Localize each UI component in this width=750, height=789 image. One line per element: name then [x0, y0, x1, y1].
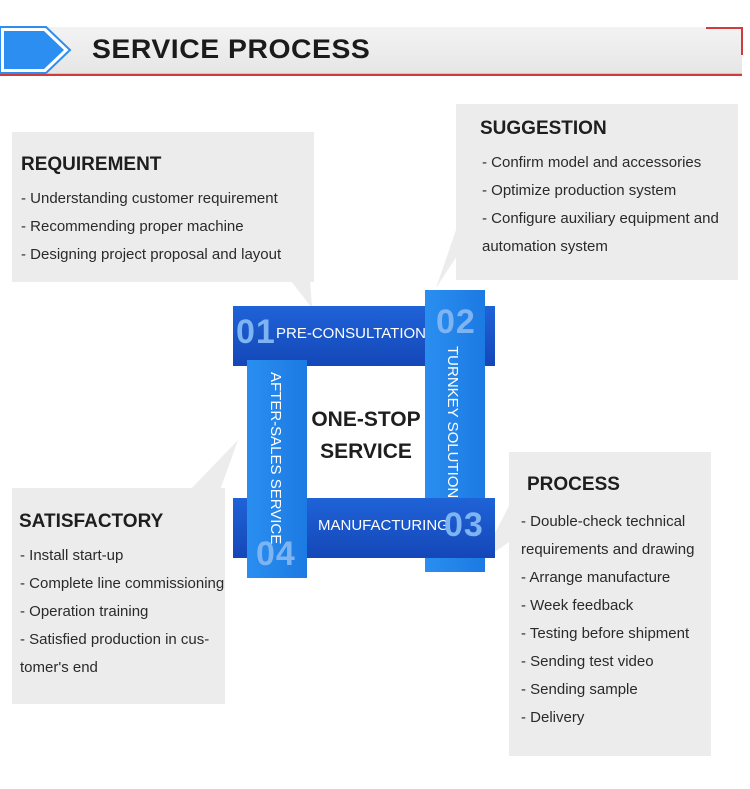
step-04-number: 04 [256, 535, 296, 573]
satisfactory-item: - Complete line commissioning [20, 575, 225, 592]
satisfactory-box [12, 488, 225, 704]
process-item: - Arrange manufacture [521, 569, 671, 586]
suggestion-item: - Configure auxiliary equipment and [482, 210, 719, 227]
chevron-arrow-icon [0, 26, 72, 74]
header-corner-line-vertical [741, 27, 743, 55]
process-item: - Testing before shipment [521, 625, 690, 642]
center-line-2: SERVICE [320, 440, 412, 463]
suggestion-title: SUGGESTION [480, 118, 607, 139]
requirement-item: - Designing project proposal and layout [21, 246, 282, 263]
header-underline [0, 74, 742, 76]
step-01-label: PRE-CONSULTATION [276, 325, 427, 342]
satisfactory-item: - Operation training [20, 603, 149, 620]
step-02-number: 02 [436, 303, 476, 341]
requirement-callout-tail [290, 280, 312, 308]
page-title: SERVICE PROCESS [92, 34, 371, 64]
step-01-band-right [485, 306, 495, 366]
step-04-band [247, 360, 307, 578]
suggestion-box [456, 104, 738, 280]
step-04-label: AFTER-SALES SERVICE [267, 372, 284, 545]
requirement-item: - Understanding customer requirement [21, 190, 278, 207]
satisfactory-item: - Install start-up [20, 547, 124, 564]
process-item: - Sending sample [521, 681, 638, 698]
header-corner-line [706, 27, 742, 29]
process-item: - Double-check technical [521, 513, 686, 530]
center-line-1: ONE-STOP [311, 408, 421, 431]
step-03-label: MANUFACTURING [318, 517, 449, 534]
suggestion-item: - Optimize production system [482, 182, 677, 199]
satisfactory-item: tomer's end [20, 659, 98, 676]
process-item: requirements and drawing [521, 541, 695, 558]
suggestion-item: - Confirm model and accessories [482, 154, 702, 171]
process-item: - Sending test video [521, 653, 654, 670]
requirement-item: - Recommending proper machine [21, 218, 244, 235]
satisfactory-callout-tail [190, 440, 238, 490]
one-stop-service-label: ONE-STOP SERVICE [307, 404, 425, 468]
process-item: - Delivery [521, 709, 585, 726]
satisfactory-title: SATISFACTORY [19, 511, 164, 532]
requirement-box [12, 132, 314, 282]
header-banner [0, 27, 742, 74]
step-01-band [233, 306, 425, 366]
step-01-number: 01 [236, 313, 276, 351]
suggestion-item: automation system [482, 238, 608, 255]
suggestion-callout-tail [436, 230, 474, 288]
step-03-band-front [307, 498, 495, 558]
step-02-label: TURNKEY SOLUTION [444, 346, 461, 499]
step-03-number: 03 [444, 506, 484, 544]
process-title: PROCESS [527, 474, 620, 495]
process-box [509, 452, 711, 756]
satisfactory-item: - Satisfied production in cus- [20, 631, 210, 648]
process-item: - Week feedback [521, 597, 634, 614]
requirement-title: REQUIREMENT [21, 154, 162, 175]
